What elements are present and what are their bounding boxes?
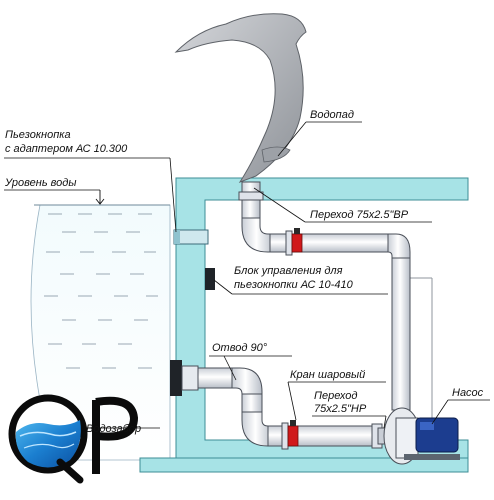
pool-water <box>30 204 171 461</box>
label-adapter-bottom-line1: Переход <box>314 390 357 402</box>
intake-horizontal-pipe <box>195 367 237 389</box>
waterfall-inlet-pipe <box>241 181 261 223</box>
ball-valve-top <box>291 228 303 253</box>
label-waterfall: Водопад <box>310 109 354 121</box>
label-control-unit-line1: Блок управления для <box>234 265 343 277</box>
ball-valve-bottom <box>287 420 299 447</box>
label-water-level: Уровень воды <box>4 177 76 189</box>
label-intake: Водозабор <box>86 423 141 435</box>
label-pump: Насос <box>452 387 484 399</box>
pump-outline <box>410 277 433 420</box>
control-unit-box <box>205 268 215 290</box>
dolphin-waterfall-sculpture <box>174 13 307 183</box>
label-adapter-bottom-line2: 75х2.5"НР <box>314 403 367 415</box>
top-adapter-fitting <box>238 191 264 201</box>
piezo-button <box>173 229 209 245</box>
label-piezo-button-line2: с адаптером АС 10.300 <box>5 143 128 155</box>
label-adapter-top: Переход 75х2.5"ВР <box>310 209 409 221</box>
right-vertical-pipe <box>391 257 411 411</box>
pipe-system <box>195 181 411 450</box>
water-intake-fitting <box>170 360 199 396</box>
top-elbow <box>241 217 275 253</box>
leader-lines <box>4 121 490 429</box>
label-control-unit-line2: пьезокнопки АС 10-410 <box>234 279 354 291</box>
water-level-arrow <box>95 190 105 205</box>
qp-logo: Водозабор <box>8 394 141 484</box>
pump <box>383 407 460 465</box>
label-elbow: Отвод 90° <box>212 342 268 354</box>
label-ball-valve: Кран шаровый <box>290 369 365 381</box>
label-piezo-button-line1: Пьезокнопка <box>5 129 71 141</box>
